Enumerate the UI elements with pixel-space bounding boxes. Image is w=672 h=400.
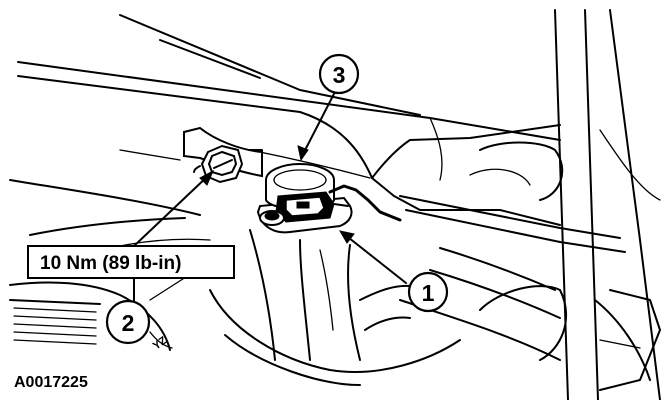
callout-3-number: 3	[333, 62, 346, 88]
callout-2: 2	[105, 299, 151, 345]
callout-2-number: 2	[122, 310, 135, 336]
callout-1: 1	[407, 271, 449, 313]
casting-mark: YZ	[149, 331, 173, 352]
arrowhead-2	[199, 169, 215, 186]
arrowhead-3	[297, 145, 309, 162]
arrowhead-1	[338, 230, 355, 244]
callout-1-number: 1	[422, 280, 435, 306]
callout-3: 3	[318, 53, 360, 95]
torque-spec-box: 10 Nm (89 lb-in)	[27, 245, 235, 279]
sensor-assembly	[256, 163, 402, 234]
torque-spec-label: 10 Nm (89 lb-in)	[40, 253, 181, 274]
callout-leaders	[133, 87, 407, 303]
figure-id: A0017225	[14, 374, 88, 391]
engine-structure	[9, 9, 661, 400]
